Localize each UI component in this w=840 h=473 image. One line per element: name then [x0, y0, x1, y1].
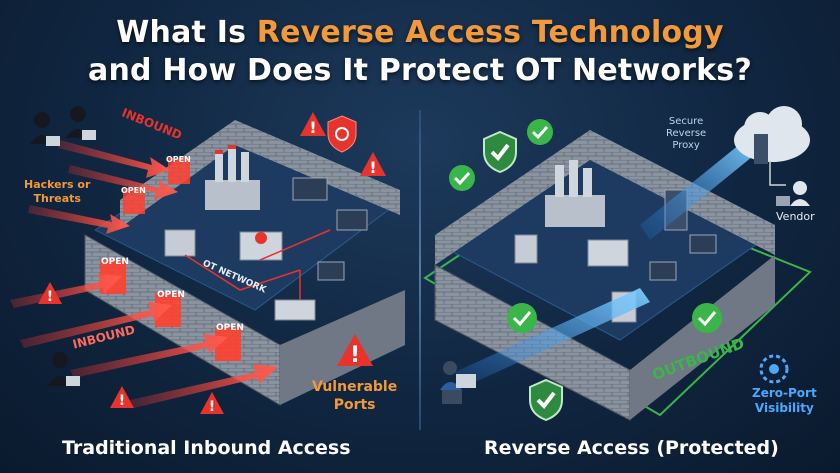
vulnerable-ports-label: Vulnerable Ports — [312, 379, 398, 413]
right-wall-back — [435, 130, 590, 265]
headline: What Is Reverse Access Technology and Ho… — [0, 14, 840, 90]
right-wall-side — [630, 255, 775, 420]
threat-shield-icon — [327, 115, 357, 153]
vendor-label: Vendor — [776, 210, 815, 223]
svg-text:!: ! — [350, 343, 360, 368]
right-monitor-2 — [649, 261, 677, 281]
headline-line-1: What Is Reverse Access Technology — [116, 15, 724, 50]
open-label: OPEN — [216, 323, 244, 333]
center-divider — [419, 110, 421, 430]
right-monitor-1 — [689, 234, 717, 254]
left-wall-side — [280, 290, 405, 405]
svg-text:!: ! — [47, 289, 53, 305]
right-factory — [545, 160, 605, 227]
hacker-icon — [48, 352, 80, 386]
left-workstation — [274, 299, 316, 321]
zero-port-label: Zero-Port Visibility — [752, 386, 817, 415]
open-label: OPEN — [101, 257, 129, 267]
outbound-beam-upper — [640, 140, 758, 240]
secure-proxy-label: Secure Reverse Proxy — [666, 116, 707, 151]
left-server-alarm — [255, 232, 267, 244]
left-scene: ! ! ! ! ! ! — [10, 106, 405, 415]
open-label: OPEN — [121, 186, 146, 195]
check-shield-icon — [483, 130, 517, 174]
left-monitor-3 — [317, 261, 345, 281]
open-label: OPEN — [166, 155, 191, 164]
hackers-label: Hackers or Threats — [24, 178, 91, 205]
left-network-lines — [184, 229, 331, 300]
hacker-icon — [30, 112, 60, 146]
warning-icon: ! — [300, 112, 326, 137]
left-monitor-2 — [336, 209, 368, 231]
warning-icon: ! — [110, 386, 134, 409]
svg-text:!: ! — [119, 393, 125, 409]
left-caption: Traditional Inbound Access — [62, 437, 351, 459]
hacker-icon — [66, 106, 96, 140]
right-scene — [423, 106, 812, 422]
cloud-proxy-icon — [734, 106, 810, 164]
warning-icon: ! — [200, 392, 224, 415]
open-port — [123, 188, 145, 214]
left-monitor-1 — [292, 177, 328, 201]
check-icon — [449, 165, 475, 191]
eye-gear-icon — [759, 354, 789, 384]
headline-line-2: and How Does It Protect OT Networks? — [88, 53, 752, 88]
inbound-arrows — [10, 140, 278, 408]
vendor-icon — [776, 181, 810, 206]
svg-text:!: ! — [369, 158, 376, 177]
open-label: OPEN — [157, 290, 185, 300]
left-factory — [205, 145, 260, 210]
left-wall-right — [235, 120, 400, 215]
check-icon — [692, 303, 722, 333]
vendor-link — [769, 160, 786, 186]
right-server — [587, 239, 629, 267]
headline-accent: Reverse Access Technology — [256, 15, 724, 50]
check-icon — [527, 119, 553, 145]
svg-text:!: ! — [209, 399, 215, 415]
open-port — [168, 158, 190, 184]
warning-icon: ! — [38, 282, 62, 305]
operator-icon — [440, 361, 476, 404]
left-rack — [164, 229, 196, 257]
check-icon — [507, 303, 537, 333]
svg-text:!: ! — [309, 118, 316, 137]
check-shield-icon — [529, 378, 563, 422]
right-caption: Reverse Access (Protected) — [484, 437, 779, 459]
warning-icon: ! — [337, 334, 373, 368]
warning-icon: ! — [360, 152, 386, 177]
outbound-beam-lower — [455, 288, 650, 388]
right-tanks — [514, 234, 538, 264]
